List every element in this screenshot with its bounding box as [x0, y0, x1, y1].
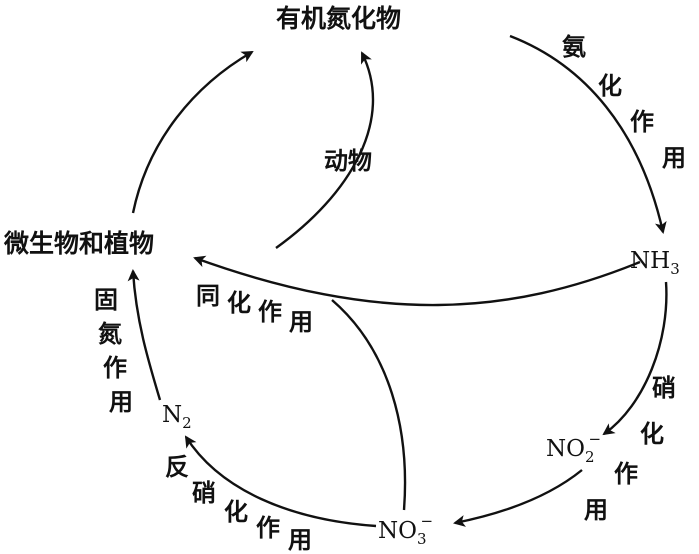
- label-ammonification-char: 用: [662, 144, 686, 172]
- label-assimilation-char: 同: [196, 282, 220, 310]
- node-no3: NO3−: [378, 512, 433, 548]
- label-denitrification-char: 作: [256, 514, 280, 542]
- node-animals: 动物: [324, 147, 372, 175]
- label-fixation-char: 固: [94, 286, 118, 314]
- arrow-fixation: [127, 269, 162, 401]
- label-nitrification-char: 化: [640, 420, 664, 448]
- node-n2: N2: [162, 402, 192, 432]
- label-fixation-char: 氮: [98, 320, 122, 348]
- label-fixation: 固 氮 作 用: [94, 286, 133, 416]
- label-assimilation-char: 用: [289, 308, 313, 336]
- label-assimilation-char: 化: [227, 289, 251, 317]
- arrow-assimilation: [193, 255, 641, 307]
- label-assimilation: 同 化 作 用: [196, 282, 313, 336]
- node-no2: NO2−: [546, 430, 601, 466]
- label-denitrification-char: 化: [224, 498, 248, 526]
- label-fixation-char: 作: [103, 354, 127, 382]
- label-nitrification-char: 硝: [652, 374, 676, 402]
- label-ammonification-char: 化: [598, 72, 622, 100]
- arrow-no2-to-no3: [453, 469, 583, 527]
- arrow-denitrification: [184, 435, 377, 528]
- label-denitrification-char: 硝: [192, 479, 216, 507]
- label-denitrification: 反 硝 化 作 用: [165, 453, 312, 554]
- label-ammonification: 氨 化 作 用: [562, 33, 686, 172]
- label-denitrification-char: 反: [165, 453, 189, 481]
- node-nh3: NH3: [630, 248, 680, 278]
- label-nitrification: 硝 化 作 用: [584, 374, 676, 524]
- label-denitrification-char: 用: [288, 526, 312, 554]
- label-nitrification-char: 用: [584, 496, 608, 524]
- arrow-nitrification: [602, 281, 668, 436]
- label-fixation-char: 用: [109, 388, 133, 416]
- label-nitrification-char: 作: [614, 460, 638, 488]
- label-ammonification-char: 氨: [562, 33, 586, 61]
- arrow-no3-assimilation: [331, 299, 407, 511]
- label-ammonification-char: 作: [630, 108, 654, 136]
- arrow-ammonification: [509, 34, 667, 234]
- arrow-to-organic: [131, 50, 254, 214]
- label-assimilation-char: 作: [258, 298, 282, 326]
- arrow-animals-to-organic: [275, 51, 375, 249]
- node-organic-nitrogen: 有机氮化物: [276, 4, 401, 33]
- node-microbes-plants: 微生物和植物: [3, 229, 154, 258]
